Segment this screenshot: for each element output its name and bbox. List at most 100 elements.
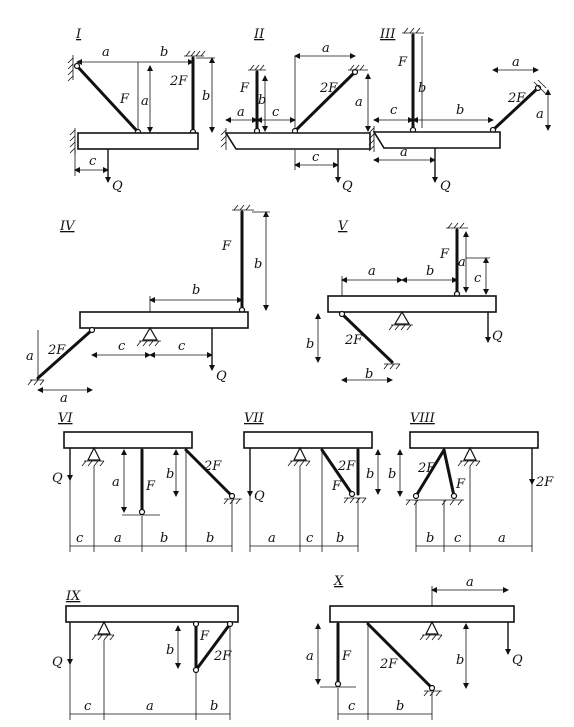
force-label: F [239,81,250,96]
scheme-1-ceiling-hatch [185,50,206,57]
dim-label: a [237,105,245,120]
dim-label: b [192,283,200,298]
dim-label: c [118,339,126,354]
load-label: Q [52,471,63,486]
scheme-2-numeral: II [253,27,265,42]
dim-label: c [474,271,482,286]
dim-label: a [368,264,376,279]
force-label: F [397,55,408,70]
dim-label: a [536,107,544,122]
force-label: 2F [203,459,222,474]
dim-label: c [390,103,398,118]
force-label: 2F [169,74,188,89]
scheme-6-rod-2f [184,448,234,498]
force-label: F [331,479,342,494]
dim-label: b [166,643,174,658]
scheme-4-support [141,326,159,341]
dim-label: a [458,255,466,270]
force-label: F [455,477,466,492]
scheme-4-numeral: IV [59,219,76,234]
load-label: Q [342,179,353,194]
dim-label: b [206,531,214,546]
dim-label: c [306,531,314,546]
scheme-8-beam [409,431,539,449]
dim-label: a [26,349,34,364]
force-label: F [439,247,450,262]
scheme-9: IX Q b c a b F 2F [52,589,239,720]
dim-label: a [355,95,363,110]
dim-label: c [89,154,97,169]
dim-label: b [160,531,168,546]
scheme-7-rod-f [320,448,354,496]
dim-label: a [466,575,474,590]
scheme-10-beam [329,605,515,623]
dim-label: a [60,391,68,406]
force-label: 2F [337,459,356,474]
scheme-1-wall-top-hatch [67,57,74,82]
scheme-1-rod-f [75,64,140,134]
scheme-8-rod-2f [414,448,446,498]
dim-label: c [76,531,84,546]
force-label: F [341,649,352,664]
scheme-4-beam [79,311,249,329]
scheme-5-support [393,310,411,325]
scheme-4: IV b b c c a a F 2F Q [26,204,270,406]
scheme-2-beam [224,132,371,150]
scheme-10-rod-2f [366,622,434,690]
force-label: F [221,239,232,254]
force-label: 2F [379,657,398,672]
scheme-6-beam [63,431,193,449]
dim-label: b [202,89,210,104]
force-label: F [119,92,130,107]
dim-label: b [306,337,314,352]
scheme-8-numeral: VIII [410,411,436,426]
force-label: 2F [507,91,526,106]
dim-label: c [454,531,462,546]
scheme-1-beam [77,132,199,150]
dim-label: b [418,81,426,96]
dim-label: c [312,150,320,165]
load-label: Q [512,653,523,668]
scheme-7: VII Q a c b b 2F F [243,411,381,552]
dim-label: b [456,653,464,668]
dim-label: a [141,94,149,109]
dim-label: a [306,649,314,664]
dim-label: b [456,103,464,118]
force-label: 2F [47,343,66,358]
scheme-6: VI Q c a b b a b F 2F [52,411,242,552]
scheme-8-rod-f [442,448,456,498]
dim-label: b [336,531,344,546]
dim-label: c [178,339,186,354]
scheme-2-rod-2f [293,70,357,133]
dim-label: b [388,467,396,482]
dim-label: b [365,367,373,382]
dim-label: b [258,93,266,108]
dim-label: a [102,45,110,60]
dim-label: c [272,105,280,120]
load-label: Q [52,655,63,670]
force-label: 2F [417,461,436,476]
scheme-2: II a a b c a F 2F Q c [220,27,371,194]
dim-label: a [322,41,330,56]
load-label: Q [112,179,123,194]
load-label: Q [254,489,265,504]
scheme-7-beam [243,431,373,449]
scheme-5-numeral: V [338,219,349,234]
dim-label: a [112,475,120,490]
dim-label: a [146,699,154,714]
scheme-9-beam [65,605,239,623]
dim-label: b [426,531,434,546]
force-label: F [199,629,210,644]
scheme-9-rod-2f [194,622,232,672]
dim-label: b [254,257,262,272]
scheme-10: X Q a a b c b F 2F [306,574,523,720]
dim-label: b [166,467,174,482]
dim-label: a [114,531,122,546]
dim-label: a [498,531,506,546]
scheme-1-wall-beam-hatch [69,129,76,154]
scheme-1: I a b a b F 2F [67,27,215,194]
scheme-8: VIII 2F b b c a 2F F [388,411,554,552]
scheme-6-numeral: VI [58,411,73,426]
dim-label: b [366,467,374,482]
scheme-3: III c b b a a F 2F Q a [368,27,551,194]
